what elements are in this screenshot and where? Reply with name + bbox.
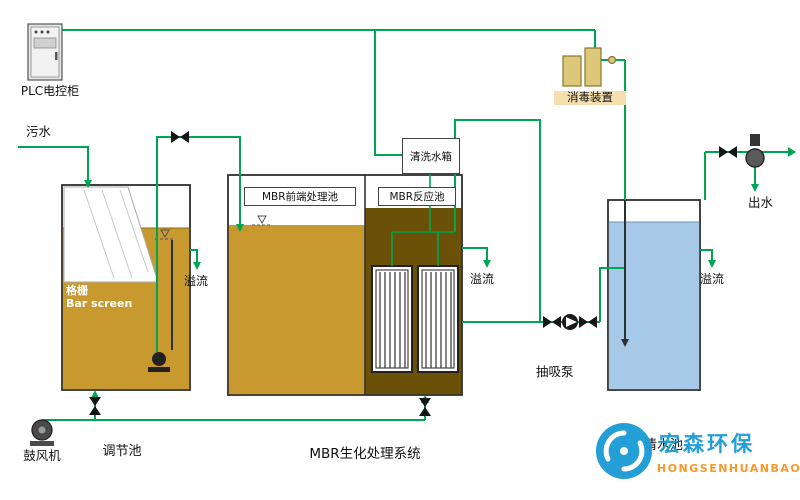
mbr-system-label: MBR生化处理系统 (309, 446, 421, 462)
plc-label: PLC电控柜 (20, 84, 80, 98)
disinfection-label: 消毒装置 (554, 90, 626, 105)
mbr-tank (227, 174, 463, 396)
overflow-pipe-1 (190, 249, 201, 270)
dosing-pump (607, 55, 617, 65)
regulating-tank-transfer-pipe (156, 136, 244, 352)
influent-pipe (18, 146, 92, 188)
mbr-reaction-tank-label: MBR反应池 (378, 187, 456, 206)
effluent-pipe (704, 147, 796, 200)
membrane-module-b (417, 265, 459, 373)
clean-water-tank (607, 199, 701, 391)
disinfection-feed-pipe (601, 59, 629, 347)
bar-screen (63, 186, 159, 283)
submersible-pump (148, 352, 170, 372)
overflow-label-3: 溢流 (700, 272, 725, 286)
suction-pump (562, 314, 578, 330)
overflow-label-2: 溢流 (470, 272, 495, 286)
effluent-label: 出水 (748, 195, 774, 210)
bar-screen-label-cn: 格栅 (66, 284, 88, 297)
overflow-label-1: 溢流 (184, 274, 209, 288)
bar-screen-label-en: Bar screen (66, 297, 133, 311)
disinfection-device (562, 47, 602, 87)
bar-screen-label: 格栅 Bar screen (66, 284, 132, 310)
overflow-pipe-2 (462, 247, 491, 268)
logo-mark-icon (596, 423, 652, 479)
regulating-tank-label: 调节池 (102, 444, 142, 459)
water-level-mark (155, 229, 175, 240)
membrane-module-a (371, 265, 413, 373)
influent-label: 污水 (26, 124, 52, 139)
company-logo: 宏森环保 HONGSENHUANBAO (583, 416, 800, 496)
effluent-pump (745, 134, 765, 168)
wash-tank: 清洗水箱 (402, 138, 460, 174)
valve (89, 131, 737, 416)
overflow-pipe-3 (700, 249, 716, 268)
suction-pump-label: 抽吸泵 (536, 364, 574, 379)
blower-label: 鼓风机 (23, 448, 61, 463)
logo-name-en: HONGSENHUANBAO (657, 462, 800, 475)
clean-water-tank-label: 清水池 (644, 438, 684, 453)
blower (30, 419, 54, 446)
water-level-mark (252, 215, 272, 226)
mbr-front-tank-label: MBR前端处理池 (244, 187, 356, 206)
regulating-tank (61, 184, 191, 391)
control-and-dosing-pipe (45, 29, 596, 156)
plc-cabinet (27, 23, 63, 81)
logo-name-cn: 宏森环保 (659, 432, 755, 456)
